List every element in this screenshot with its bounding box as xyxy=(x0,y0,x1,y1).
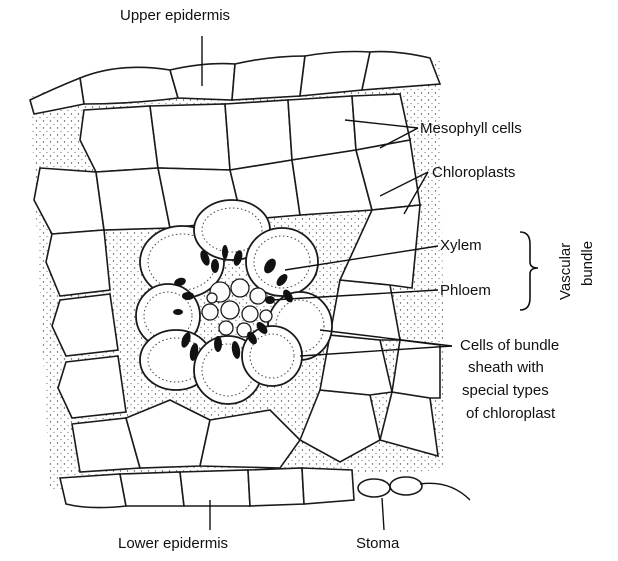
label-lower-epidermis: Lower epidermis xyxy=(118,535,228,552)
label-chloroplasts: Chloroplasts xyxy=(432,164,515,181)
label-bundle: bundle xyxy=(579,241,596,286)
vascular-tissue xyxy=(201,278,273,338)
mesophyll-cells xyxy=(33,93,441,473)
vascular-bundle-brace xyxy=(519,231,539,311)
label-phloem: Phloem xyxy=(440,282,491,299)
lower-epidermis-cells xyxy=(59,467,355,509)
label-vascular: Vascular xyxy=(557,243,574,300)
label-xylem: Xylem xyxy=(440,237,482,254)
bundle-sheath-chloroplasts xyxy=(173,245,293,361)
label-bundle-sheath-3: special types xyxy=(462,382,549,399)
upper-epidermis-cells xyxy=(29,50,442,115)
label-upper-epidermis: Upper epidermis xyxy=(120,7,230,24)
leader-lines xyxy=(201,36,453,531)
label-stoma: Stoma xyxy=(356,535,400,552)
label-mesophyll-cells: Mesophyll cells xyxy=(420,120,522,137)
label-bundle-sheath-1: Cells of bundle xyxy=(460,337,559,354)
label-bundle-sheath-2: sheath with xyxy=(468,359,544,376)
label-bundle-sheath-4: of chloroplast xyxy=(466,405,556,422)
stoma xyxy=(357,476,471,501)
